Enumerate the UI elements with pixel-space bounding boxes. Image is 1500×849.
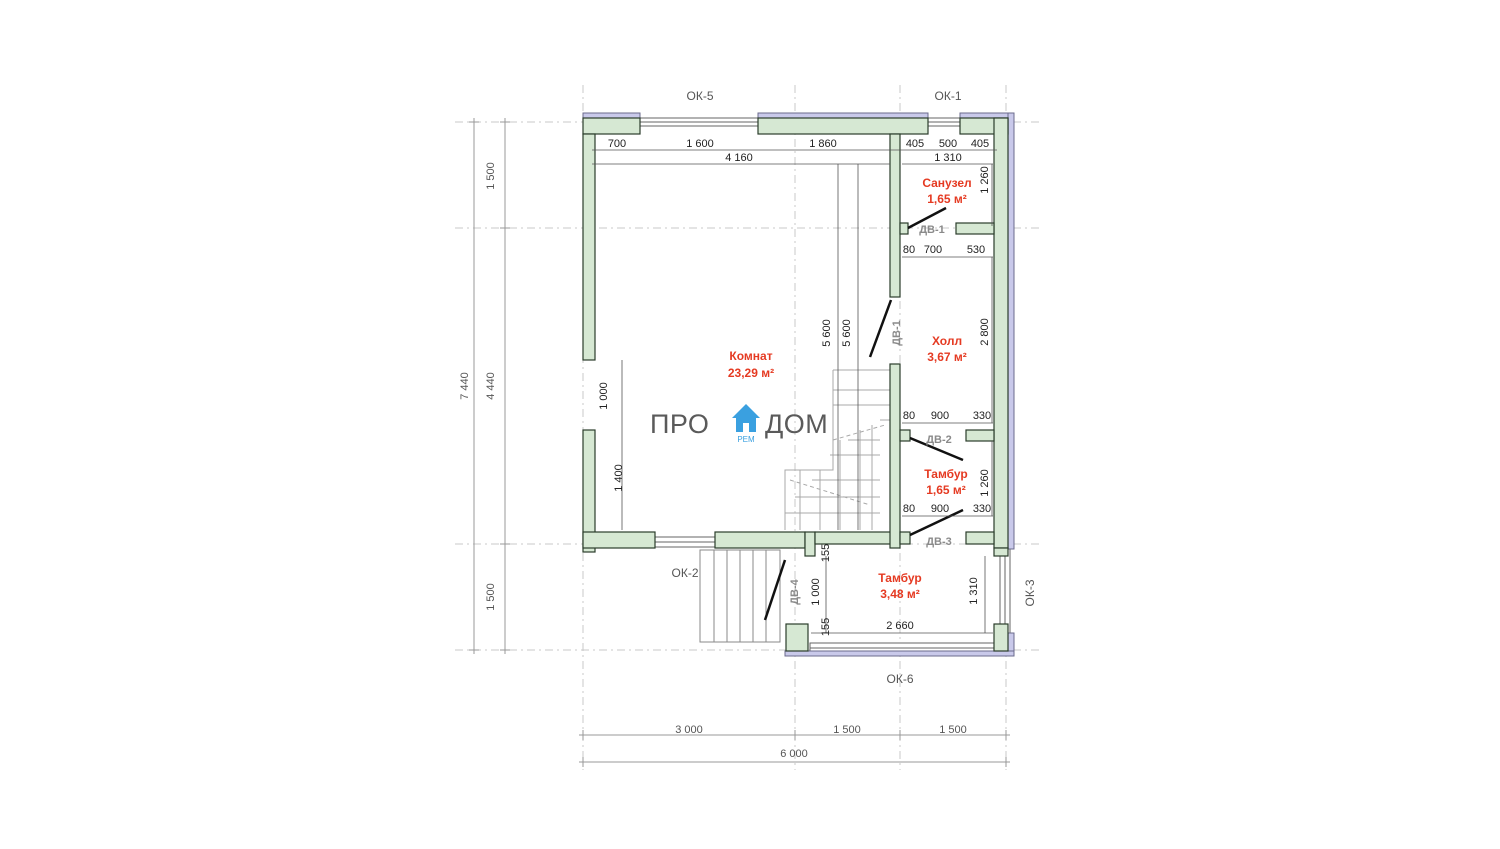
house-icon: [732, 404, 760, 432]
dim-700: 700: [608, 138, 626, 150]
bottom-dim-1500-b: 1 500: [939, 724, 967, 736]
bottom-dim-total: 6 000: [780, 748, 808, 760]
dim-porch-2660: 2 660: [886, 620, 914, 632]
room-area-porch: 3,48 м²: [880, 587, 920, 601]
room-name-vestibule: Тамбур: [924, 467, 968, 481]
dim-80-a: 80: [903, 244, 915, 256]
dim-opening-1400: 1 400: [613, 464, 625, 492]
logo-text-sub: РЕМ: [737, 435, 755, 444]
interior-staircase: [784, 369, 891, 530]
walls: [582, 117, 1009, 652]
dim-opening-1000: 1 000: [598, 382, 610, 410]
room-area-vestibule: 1,65 м²: [926, 483, 966, 497]
logo-text-left: ПРО: [650, 409, 709, 439]
left-dim-1500-bottom: 1 500: [485, 583, 497, 611]
dim-room-5600-a: 5 600: [821, 319, 833, 347]
dim-hall-2800: 2 800: [979, 318, 991, 346]
dim-405-a: 405: [906, 138, 924, 150]
dim-1860: 1 860: [809, 138, 837, 150]
bottom-dim-3000: 3 000: [675, 724, 703, 736]
room-name-bathroom: Санузел: [922, 176, 971, 190]
bottom-dimension-chain: [579, 730, 1010, 767]
dim-700-bath: 700: [924, 244, 942, 256]
dim-330-a: 330: [973, 410, 991, 422]
door-label-dv1-hall: ДВ-1: [891, 320, 903, 346]
door-label-dv1-bath: ДВ-1: [919, 224, 945, 236]
logo-text-right: ДОМ: [765, 409, 828, 439]
window-openings: [639, 117, 1011, 654]
dim-530: 530: [967, 244, 985, 256]
dim-vest-1260: 1 260: [979, 469, 991, 497]
door-swings: [763, 206, 964, 621]
room-name-hall: Холл: [932, 334, 962, 348]
dim-80-c: 80: [903, 503, 915, 515]
window-label-ok5: ОК-5: [687, 89, 714, 103]
window-label-ok1: ОК-1: [935, 89, 962, 103]
door-label-dv2: ДВ-2: [926, 434, 952, 446]
door-label-dv3: ДВ-3: [926, 536, 952, 548]
dim-bath-1260: 1 260: [979, 166, 991, 194]
dim-900-a: 900: [931, 410, 949, 422]
dim-porch-1310: 1 310: [968, 577, 980, 605]
door-label-dv4: ДВ-4: [789, 578, 801, 604]
window-label-ok3: ОК-3: [1023, 579, 1037, 606]
left-dim-1500-top: 1 500: [485, 162, 497, 190]
dim-porch-155-bottom: 155: [820, 618, 832, 636]
dim-1600: 1 600: [686, 138, 714, 150]
room-name-porch: Тамбур: [878, 571, 922, 585]
room-name-living: Комнат: [729, 349, 772, 363]
left-dimension-chain: [469, 118, 510, 654]
room-area-bathroom: 1,65 м²: [927, 192, 967, 206]
dim-900-b: 900: [931, 503, 949, 515]
dim-room-5600-b: 5 600: [841, 319, 853, 347]
dim-500: 500: [939, 138, 957, 150]
dim-80-b: 80: [903, 410, 915, 422]
porch-stairs: [699, 549, 781, 643]
window-label-ok2: ОК-2: [672, 566, 699, 580]
bottom-dim-1500-a: 1 500: [833, 724, 861, 736]
left-dim-4440: 4 440: [485, 372, 497, 400]
room-area-living: 23,29 м²: [728, 366, 774, 380]
dim-porch-155-top: 155: [820, 544, 832, 562]
logo-watermark: ПРО РЕМ ДОМ: [650, 404, 828, 444]
dim-330-b: 330: [973, 503, 991, 515]
dim-405-b: 405: [971, 138, 989, 150]
window-label-ok6: ОК-6: [887, 672, 914, 686]
inner-dimension-lines: [592, 149, 997, 634]
room-area-hall: 3,67 м²: [927, 350, 967, 364]
dim-1310: 1 310: [934, 152, 962, 164]
left-dim-total: 7 440: [459, 372, 471, 400]
dim-4160: 4 160: [725, 152, 753, 164]
dim-porch-1000: 1 000: [810, 578, 822, 606]
